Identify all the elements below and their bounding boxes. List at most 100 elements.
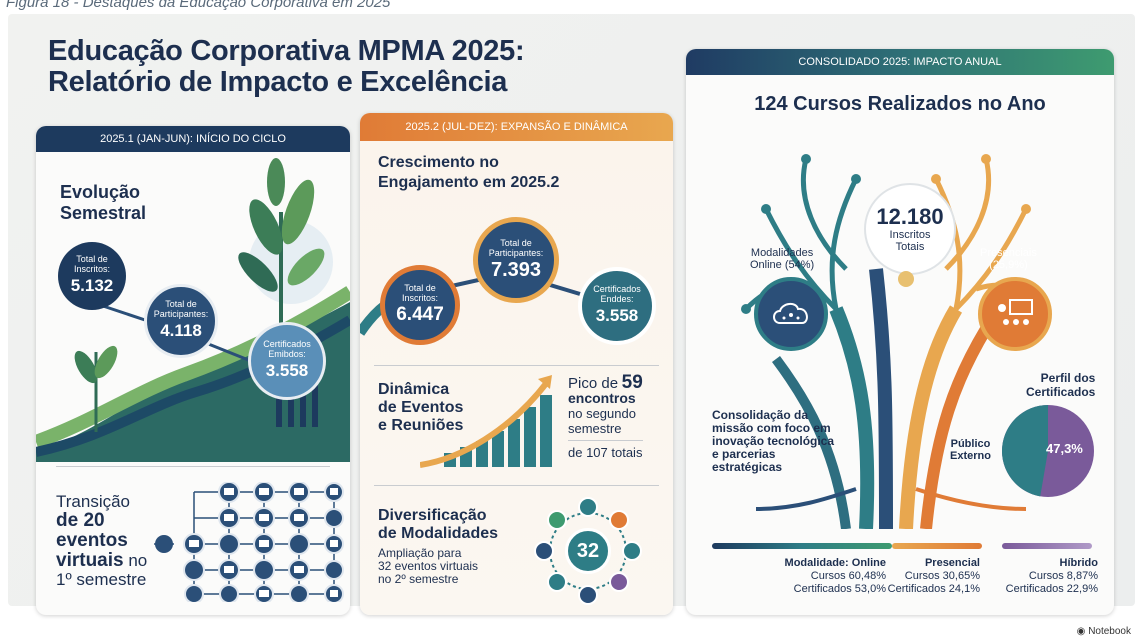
stat-value: 3.558 (595, 306, 639, 325)
classroom-icon (998, 299, 1033, 325)
cloud-icon (773, 303, 808, 324)
mission-line5: estratégicas (712, 460, 783, 474)
section-title-growth-line2: Engajamento em 2025.2 (378, 174, 560, 191)
stat-label: Total de (165, 299, 197, 309)
total-inscritos-bubble: 12.180 Inscritos Totais (864, 183, 956, 275)
online-label: Modalidades Online (54%) (750, 247, 814, 271)
stat-bubble-inscritos-s2: Total de Inscritos: 6.447 (380, 265, 460, 345)
panel-semester-1: 2025.1 (JAN-JUN): INÍCIO DO CICLO Evoluç… (36, 126, 350, 615)
stat-value: 3.558 (265, 361, 309, 380)
section-title-dynamics: Dinâmica de Eventos e Reuniões (378, 381, 463, 435)
presencial-stats: Presencial Cursos 30,65% Certificados 24… (880, 557, 980, 596)
peak-pre: Pico de (568, 375, 619, 392)
stat-label: Inscritos: (401, 293, 438, 303)
transition-line1: Transição (56, 492, 131, 511)
courses-title: 124 Cursos Realizados no Ano (754, 93, 1046, 115)
transition-line2: de 20 (56, 510, 105, 531)
panel-semester-1-header: 2025.1 (JAN-JUN): INÍCIO DO CICLO (36, 126, 350, 152)
stat-label: Total de (404, 283, 436, 293)
online-stats-cert: Certificados 53,0% (793, 583, 886, 595)
virtual-events-network (154, 482, 344, 602)
panel-consolidated: CONSOLIDADO 2025: IMPACTO ANUAL 124 Curs… (686, 49, 1114, 615)
transition-line4: virtuais (56, 550, 124, 571)
figure-caption: Figura 18 - Destaques da Educação Corpor… (6, 0, 390, 11)
stat-label: Certificados (263, 339, 311, 349)
hibrido-bar (1002, 543, 1092, 549)
peak-line3: no segundo (568, 406, 636, 421)
perfil-title-line2: Certificados (1026, 385, 1096, 399)
stat-bubble-inscritos-s1: Total de Inscritos: 5.132 (58, 242, 126, 310)
section-title-dynamics-line2: de Eventos (378, 399, 464, 416)
section-divider (374, 485, 659, 486)
stat-value: 4.118 (160, 321, 202, 340)
modalities-count-bubble: 32 (565, 528, 611, 574)
rising-bars-icon (420, 375, 552, 468)
section-title-evolution: Evolução Semestral (60, 182, 146, 224)
stat-value: 5.132 (70, 276, 114, 295)
online-label-line1: Modalidades (750, 247, 814, 259)
mission-line1: Consolidação da (712, 408, 809, 422)
section-title-evolution-line2: Semestral (60, 203, 147, 223)
notebook-icon: ◉ (1076, 626, 1086, 637)
diversification-desc-line2: 32 eventos virtuais (378, 559, 479, 573)
diversification-desc-line3: no 2º semestre (378, 572, 459, 586)
notebook-watermark-text: Notebook (1088, 626, 1131, 637)
presencial-stats-title: Presencial (924, 557, 980, 569)
section-title-evolution-line1: Evolução (60, 182, 141, 202)
certificates-pie (1002, 405, 1094, 497)
section-title-diversification: Diversificação de Modalidades (378, 507, 498, 543)
stat-bubble-participantes-s2: Total de Participantes: 7.393 (473, 217, 559, 303)
online-label-line2: Online (54%) (750, 259, 815, 271)
mission-line4: e parcerias (712, 447, 776, 461)
stat-bubble-certificados-s1: Certificados Emibdos: 3.558 (248, 322, 326, 400)
transition-line3: eventos (56, 530, 128, 551)
panel-semester-2-header: 2025.2 (JUL-DEZ): EXPANSÃO E DINÂMICA (360, 113, 673, 141)
page-title-line2: Relatório de Impacto e Excelência (48, 66, 508, 98)
stat-bubble-participantes-s1: Total de Participantes: 4.118 (144, 284, 218, 358)
online-stats: Modalidade: Online Cursos 60,48% Certifi… (712, 557, 886, 596)
presencial-stats-cert: Certificados 24,1% (887, 583, 980, 595)
mission-line2: missão com foco em (712, 421, 831, 435)
page-title-line1: Educação Corporativa MPMA 2025: (48, 35, 525, 67)
panel-consolidated-header: CONSOLIDADO 2025: IMPACTO ANUAL (686, 49, 1114, 75)
panel-semester-2: 2025.2 (JUL-DEZ): EXPANSÃO E DINÂMICA Cr… (360, 113, 673, 615)
stat-label: Participantes: (488, 248, 544, 258)
stat-label: Total de (76, 254, 108, 264)
presencial-label-line1: Presenciais (980, 247, 1037, 259)
online-stats-title: Modalidade: Online (784, 557, 886, 569)
section-divider (56, 466, 330, 467)
pie-value: 47,3% (1046, 441, 1083, 456)
pie-slice-publico-externo (1002, 405, 1048, 497)
modalities-wheel (534, 497, 642, 605)
hibrido-stats: Híbrido Cursos 8,87% Certificados 22,9% (992, 557, 1098, 596)
publico-label-line2: Externo (950, 450, 991, 462)
online-bar (712, 543, 892, 549)
stat-label: Inscritos: (73, 264, 110, 274)
section-title-diversification-line1: Diversificação (378, 507, 487, 524)
online-stats-cursos: Cursos 60,48% (810, 570, 886, 582)
hibrido-stats-cert: Certificados 22,9% (1005, 583, 1098, 595)
mission-text: Consolidação da missão com foco em inova… (712, 409, 834, 474)
transition-line5: no (128, 551, 148, 570)
section-title-dynamics-line1: Dinâmica (378, 381, 450, 398)
stat-label: Enddes: (600, 294, 634, 304)
presencial-classroom-icon (978, 277, 1052, 351)
presencial-stats-cursos: Cursos 30,65% (904, 570, 980, 582)
peak-line2: encontros (568, 390, 636, 406)
presencial-label: Presenciais (25,9%) (980, 247, 1037, 271)
stat-label: Participantes: (153, 309, 209, 319)
presencial-label-line2: (25,9%) (989, 259, 1028, 271)
stat-label: Emibdos: (268, 349, 306, 359)
total-inscritos-label2: Totais (895, 241, 925, 253)
notebook-watermark: ◉ Notebook (1077, 626, 1131, 637)
center-node-icon (898, 271, 914, 287)
perfil-title-line1: Perfil dos (1040, 371, 1096, 385)
peak-text: Pico de 59 encontros no segundo semestre… (568, 373, 643, 460)
hibrido-stats-cursos: Cursos 8,87% (1028, 570, 1098, 582)
total-inscritos-label1: Inscritos (889, 229, 931, 241)
peak-total: de 107 totais (568, 440, 643, 460)
publico-label-line1: Público (950, 438, 991, 450)
section-title-dynamics-line3: e Reuniões (378, 417, 464, 434)
transition-text: Transição de 20 eventos virtuais no 1º s… (56, 492, 147, 589)
figure-caption-text: Figura 18 - Destaques da Educação Corpor… (6, 0, 391, 11)
